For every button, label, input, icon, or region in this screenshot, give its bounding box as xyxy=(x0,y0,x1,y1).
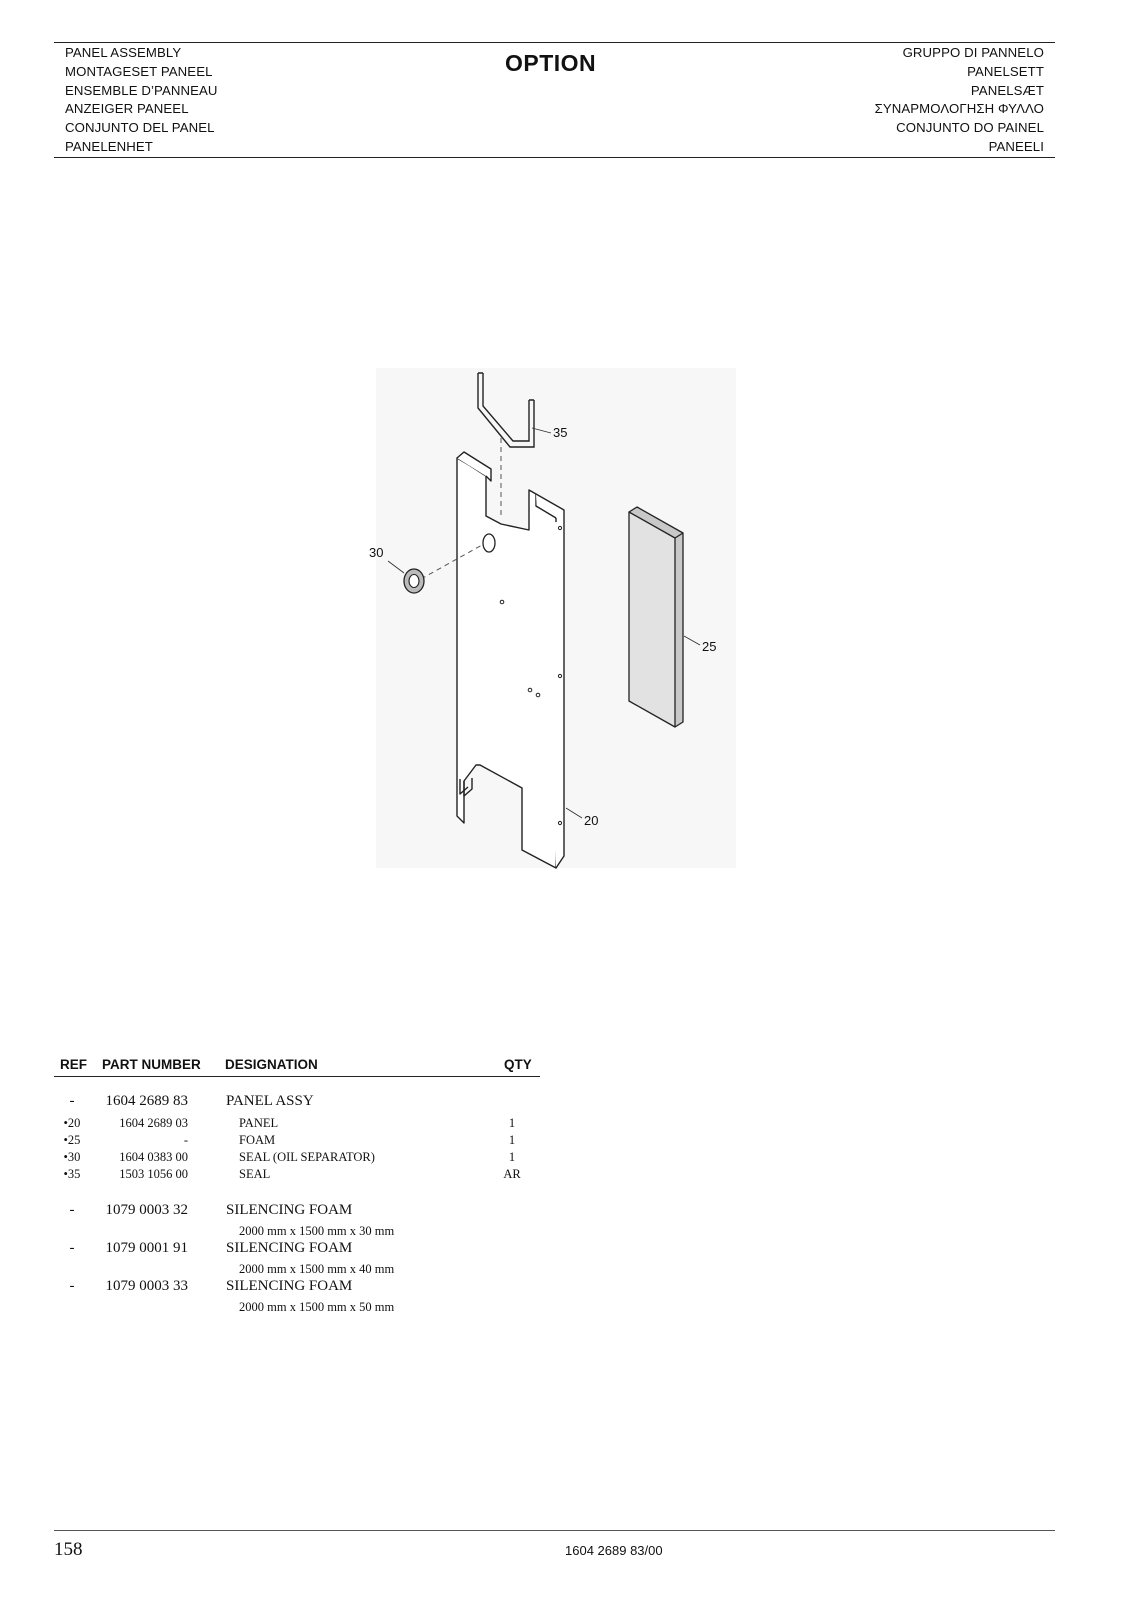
row-ref: •35 xyxy=(63,1167,81,1181)
row-ref: - xyxy=(69,1278,75,1294)
row-designation: SILENCING FOAM xyxy=(226,1202,353,1218)
title-sv: PANELENHET xyxy=(65,138,153,154)
row-designation: SILENCING FOAM xyxy=(226,1278,353,1294)
exploded-view-svg: 35 20 30 xyxy=(369,368,736,869)
row-part-number: 1604 2689 83 xyxy=(105,1093,189,1109)
header-left-titles: PANEL ASSEMBLY MONTAGESET PANEEL ENSEMBL… xyxy=(65,44,218,157)
seal-30-guide xyxy=(420,544,483,580)
row-designation-note: 2000 mm x 1500 mm x 40 mm xyxy=(239,1262,395,1276)
col-ref: REF xyxy=(60,1057,87,1072)
row-ref: •20 xyxy=(63,1116,81,1130)
panel-20-part xyxy=(456,451,565,869)
foam-25-part xyxy=(628,506,684,728)
title-fr: ENSEMBLE D’PANNEAU xyxy=(65,82,218,98)
panel-hole xyxy=(557,820,563,826)
row-designation-note: 2000 mm x 1500 mm x 50 mm xyxy=(239,1300,395,1314)
row-designation: SEAL (OIL SEPARATOR) xyxy=(239,1150,375,1164)
row-ref: - xyxy=(69,1240,75,1256)
col-designation: DESIGNATION xyxy=(225,1057,318,1072)
document-number: 1604 2689 83/00 xyxy=(565,1543,663,1558)
panel-hole xyxy=(499,599,505,605)
row-ref: - xyxy=(69,1093,75,1109)
panel-hole xyxy=(557,525,563,531)
row-designation: PANEL ASSY xyxy=(226,1093,314,1109)
row-qty: 1 xyxy=(508,1116,516,1130)
row-part-number: 1604 2689 03 xyxy=(119,1116,188,1130)
title-fi: PANEELI xyxy=(988,138,1044,154)
title-el: ΣΥΝΑΡΜΟΛΟΓΗΣΗ ΦΥΛΛΟ xyxy=(874,101,1044,117)
panel-hole xyxy=(535,692,541,698)
title-en: PANEL ASSEMBLY xyxy=(65,45,182,60)
footer-rule xyxy=(54,1530,1055,1531)
title-pt: CONJUNTO DO PAINEL xyxy=(896,120,1044,136)
row-part-number: 1079 0001 91 xyxy=(105,1240,189,1256)
leader-30 xyxy=(387,560,405,574)
header-top-rule xyxy=(54,42,1055,43)
title-it: GRUPPO DI PANNELO xyxy=(902,45,1044,60)
parts-table-header: REF PART NUMBER DESIGNATION QTY xyxy=(54,1055,540,1077)
row-designation: SILENCING FOAM xyxy=(226,1240,353,1256)
col-part-number: PART NUMBER xyxy=(102,1057,201,1072)
row-designation: FOAM xyxy=(239,1133,276,1147)
callout-30: 30 xyxy=(369,545,383,560)
title-es: CONJUNTO DEL PANEL xyxy=(65,120,215,136)
option-label: OPTION xyxy=(505,50,597,76)
row-part-number: 1503 1056 00 xyxy=(119,1167,188,1181)
callout-25: 25 xyxy=(702,639,716,654)
panel-hole xyxy=(527,687,533,693)
leader-20 xyxy=(565,807,583,819)
row-ref: - xyxy=(69,1202,75,1218)
title-da: PANELSÆT xyxy=(970,82,1044,98)
header-bottom-rule xyxy=(54,157,1055,158)
row-ref: •25 xyxy=(63,1133,81,1147)
row-part-number: 1079 0003 33 xyxy=(105,1278,189,1294)
row-ref: •30 xyxy=(63,1150,81,1164)
seal-30-part xyxy=(403,568,425,594)
page-number: 158 xyxy=(54,1539,83,1560)
col-qty: QTY xyxy=(504,1057,532,1072)
callout-35: 35 xyxy=(553,425,567,440)
parts-list-table: REF PART NUMBER DESIGNATION QTY - 1604 2… xyxy=(54,1055,540,1314)
exploded-view-drawing: 35 20 30 xyxy=(369,368,736,869)
row-part-number: 1079 0003 32 xyxy=(105,1202,189,1218)
row-qty: AR xyxy=(503,1167,521,1181)
title-nl: MONTAGESET PANEEL xyxy=(65,63,213,79)
row-designation: PANEL xyxy=(239,1116,279,1130)
row-qty: 1 xyxy=(508,1133,516,1147)
callout-20: 20 xyxy=(584,813,598,828)
row-designation-note: 2000 mm x 1500 mm x 30 mm xyxy=(239,1224,395,1238)
row-qty: 1 xyxy=(508,1150,516,1164)
leader-35 xyxy=(531,427,552,434)
row-part-number: 1604 0383 00 xyxy=(119,1150,188,1164)
title-de: ANZEIGER PANEEL xyxy=(65,101,189,117)
seal-35-part xyxy=(477,372,535,448)
title-no: PANELSETT xyxy=(967,63,1044,79)
header-right-titles: GRUPPO DI PANNELO PANELSETT PANELSÆT ΣΥΝ… xyxy=(875,44,1044,157)
leader-25 xyxy=(683,635,701,646)
panel-hole-large xyxy=(482,533,496,553)
row-part-number: - xyxy=(183,1133,188,1147)
row-designation: SEAL xyxy=(239,1167,271,1181)
panel-hole xyxy=(557,673,563,679)
